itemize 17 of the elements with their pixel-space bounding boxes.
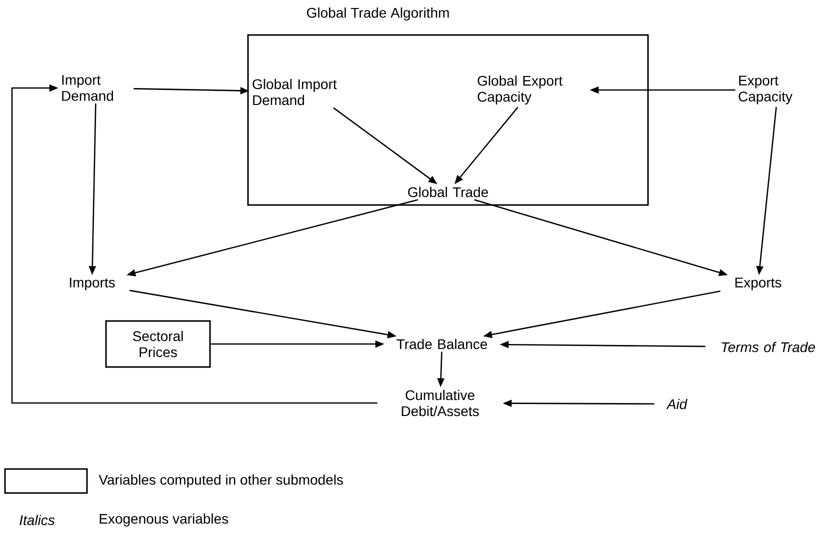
variable-label: Trade Balance xyxy=(396,338,488,350)
variable-label: Global Trade xyxy=(408,186,488,198)
variable-label: Imports xyxy=(70,278,115,290)
legend-text: Exogenous variables xyxy=(100,513,228,527)
variable-label: Terms of Trade xyxy=(722,342,815,352)
variable-label: Aid xyxy=(666,398,688,410)
arrow xyxy=(11,84,378,404)
submodel-box: Sectoral Prices xyxy=(105,320,211,368)
variable-label: Global Export Capacity xyxy=(478,75,562,105)
variable-label: Import Demand xyxy=(62,75,113,101)
node-label: Global Trade Algorithm xyxy=(306,7,449,21)
variable-label: Export Capacity xyxy=(738,76,792,104)
legend-sample: Italics xyxy=(20,514,55,526)
variable-label: Exports xyxy=(735,278,782,290)
variable-label: Cumulative Debit/Assets xyxy=(402,390,479,416)
legend-text: Variables computed in other submodels xyxy=(98,474,343,488)
variable-label: Global Import Demand xyxy=(252,78,337,106)
